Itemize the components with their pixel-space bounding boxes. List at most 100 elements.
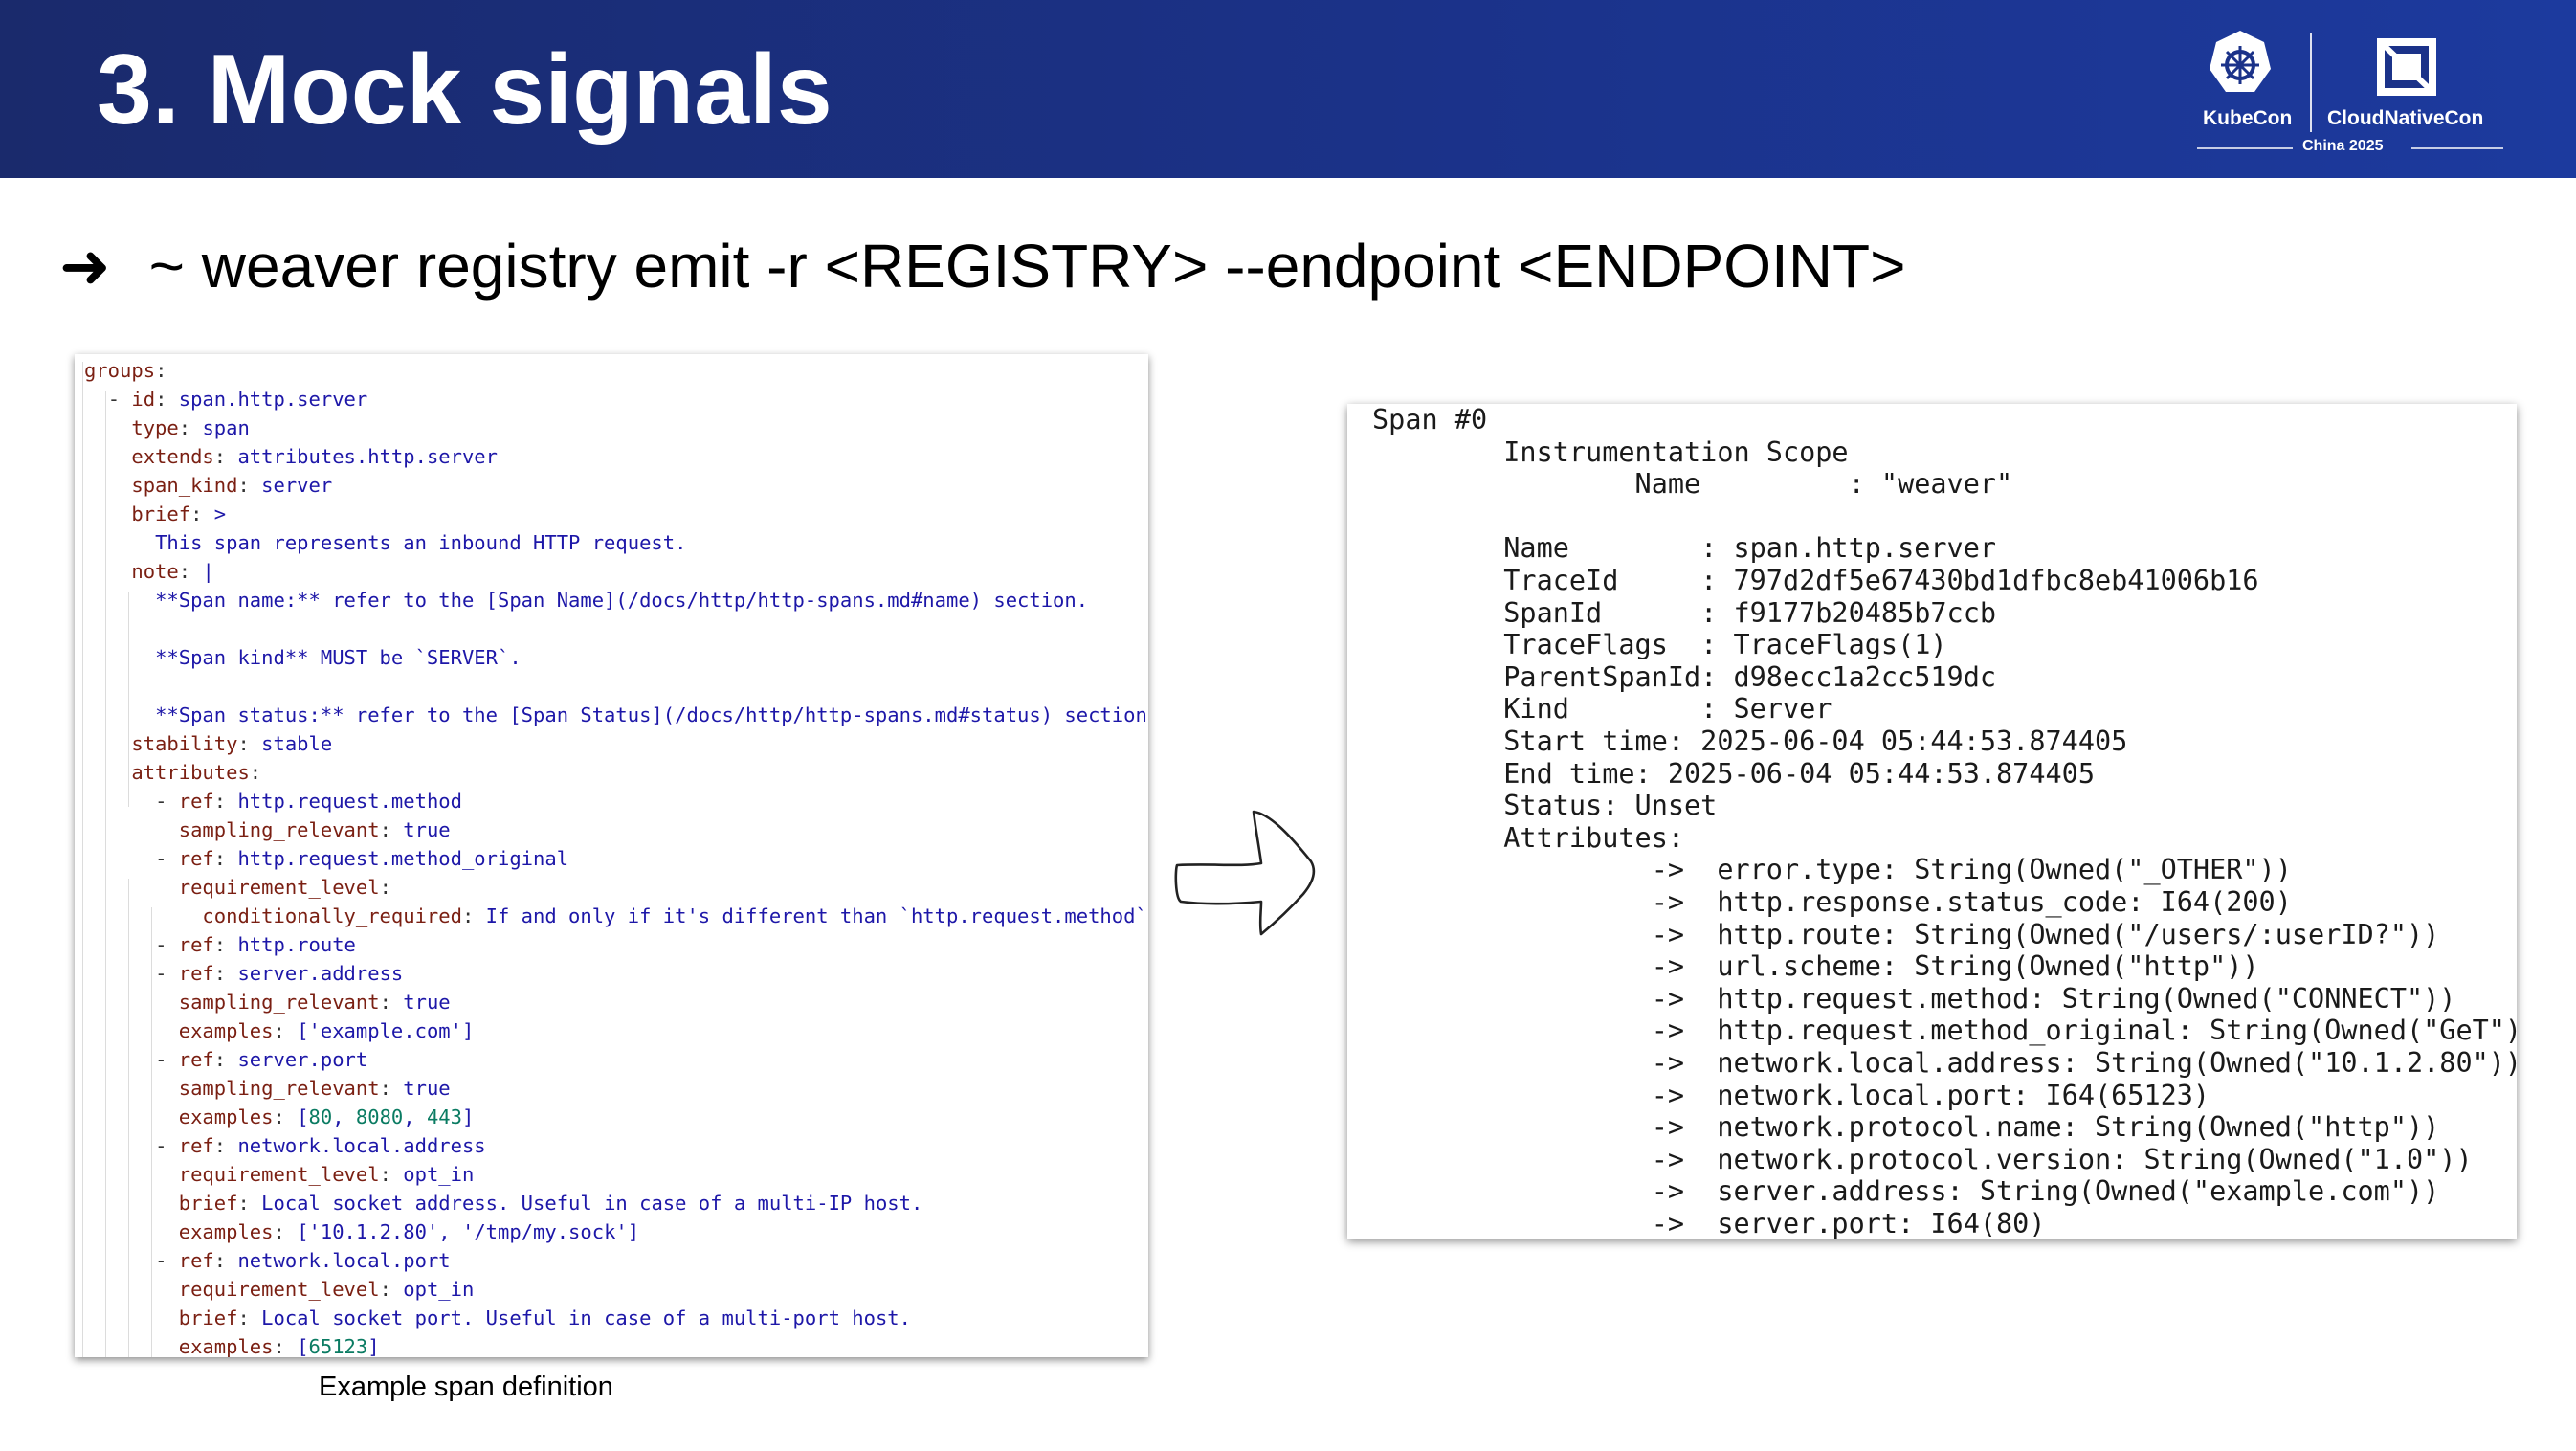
yaml-indent xyxy=(84,962,155,985)
terminal-line: -> http.response.status_code: I64(200) xyxy=(1372,886,2292,918)
yaml-key: note xyxy=(131,560,179,583)
kubernetes-helm-wheel-icon xyxy=(2210,31,2271,92)
yaml-key: span_kind xyxy=(131,474,238,497)
yaml-indent xyxy=(84,1220,179,1243)
yaml-value: server xyxy=(261,474,333,497)
yaml-key: stability xyxy=(131,732,238,755)
yaml-number: 80 xyxy=(308,1105,333,1128)
yaml-punct: : xyxy=(155,388,179,411)
terminal-line: Status: Unset xyxy=(1372,790,1718,822)
yaml-line: - ref: http.request.method xyxy=(84,787,462,815)
yaml-indent xyxy=(84,1249,155,1272)
yaml-punct: : xyxy=(237,1306,262,1329)
yaml-value: ['10.1.2.80', '/tmp/my.sock'] xyxy=(297,1220,640,1243)
command-text: ~ weaver registry emit -r <REGISTRY> --e… xyxy=(148,232,1906,301)
yaml-key: requirement_level xyxy=(178,876,380,899)
yaml-value: [ xyxy=(297,1105,309,1128)
indent-guide xyxy=(151,907,152,1357)
indent-guide xyxy=(82,362,83,1357)
yaml-punct: : xyxy=(273,1105,298,1128)
yaml-line: - id: span.http.server xyxy=(84,385,368,413)
yaml-line: **Span name:** refer to the [Span Name](… xyxy=(84,586,1088,614)
yaml-indent xyxy=(84,991,179,1014)
cncf-square-icon xyxy=(2377,38,2436,96)
yaml-line: examples: [65123] xyxy=(84,1332,380,1357)
yaml-key: sampling_relevant xyxy=(178,1077,380,1100)
terminal-line: -> network.local.address: String(Owned("… xyxy=(1372,1047,2517,1079)
yaml-key: ref xyxy=(178,933,214,956)
yaml-key: conditionally_required xyxy=(202,904,462,927)
yaml-punct: : xyxy=(273,1220,298,1243)
yaml-indent xyxy=(84,933,155,956)
yaml-key: requirement_level xyxy=(178,1278,380,1301)
terminal-line: -> network.local.port: I64(65123) xyxy=(1372,1079,2210,1111)
yaml-value: **Span name:** refer to the [Span Name](… xyxy=(155,589,1089,612)
yaml-line: - ref: network.local.port xyxy=(84,1246,451,1275)
yaml-key: examples xyxy=(178,1220,274,1243)
terminal-line: Kind : Server xyxy=(1372,693,1832,726)
logo-underline-right xyxy=(2411,147,2503,149)
yaml-key: brief xyxy=(131,502,191,525)
yaml-value: true xyxy=(403,818,451,841)
yaml-punct: : xyxy=(213,790,238,813)
yaml-number: 65123 xyxy=(308,1335,368,1357)
yaml-key: examples xyxy=(178,1019,274,1042)
kubecon-label: KubeCon xyxy=(2203,107,2293,129)
yaml-punct: : xyxy=(213,445,238,468)
yaml-punct: : xyxy=(213,847,238,870)
yaml-value: stable xyxy=(261,732,333,755)
yaml-line: - ref: http.request.method_original xyxy=(84,844,568,873)
yaml-line: sampling_relevant: true xyxy=(84,988,451,1016)
yaml-line: brief: Local socket port. Useful in case… xyxy=(84,1304,911,1332)
yaml-line: conditionally_required: If and only if i… xyxy=(84,902,1148,930)
yaml-indent xyxy=(84,531,155,554)
yaml-value: **Span status:** refer to the [Span Stat… xyxy=(155,703,1148,726)
yaml-indent xyxy=(84,1335,179,1357)
yaml-punct: : xyxy=(249,761,262,784)
yaml-indent xyxy=(84,1192,179,1215)
yaml-line: examples: [80, 8080, 443] xyxy=(84,1103,475,1131)
yaml-punct: - xyxy=(155,933,179,956)
yaml-indent xyxy=(84,1105,179,1128)
yaml-line: groups: xyxy=(84,356,167,385)
yaml-indent xyxy=(84,732,131,755)
china-2025-label: China 2025 xyxy=(2302,138,2384,154)
yaml-key: sampling_relevant xyxy=(178,991,380,1014)
yaml-value: ] xyxy=(367,1335,380,1357)
yaml-indent xyxy=(84,388,108,411)
yaml-indent xyxy=(84,589,155,612)
yaml-punct: : xyxy=(213,1048,238,1071)
yaml-punct: : xyxy=(178,560,203,583)
yaml-definition-panel: groups: - id: span.http.server type: spa… xyxy=(75,354,1148,1357)
yaml-key: ref xyxy=(178,1048,214,1071)
yaml-indent xyxy=(84,876,179,899)
yaml-punct: : xyxy=(237,474,262,497)
yaml-line: requirement_level: xyxy=(84,873,391,902)
terminal-line: Start time: 2025-06-04 05:44:53.874405 xyxy=(1372,726,2128,757)
yaml-indent xyxy=(84,646,155,669)
yaml-punct: - xyxy=(155,847,179,870)
yaml-key: examples xyxy=(178,1335,274,1357)
yaml-key: ref xyxy=(178,1249,214,1272)
yaml-punct: : xyxy=(237,732,262,755)
yaml-value: Local socket address. Useful in case of … xyxy=(261,1192,923,1215)
terminal-line: Attributes: xyxy=(1372,821,1685,854)
yaml-value: **Span kind** MUST be `SERVER`. xyxy=(155,646,522,669)
yaml-punct: : xyxy=(178,416,203,439)
yaml-key: brief xyxy=(178,1306,238,1329)
terminal-line: -> http.route: String(Owned("/users/:use… xyxy=(1372,918,2440,950)
yaml-line: span_kind: server xyxy=(84,471,332,500)
yaml-indent xyxy=(84,502,131,525)
terminal-line: ParentSpanId: d98ecc1a2cc519dc xyxy=(1372,660,1997,693)
yaml-value: , xyxy=(332,1105,356,1128)
yaml-value: | xyxy=(202,560,214,583)
yaml-line: This span represents an inbound HTTP req… xyxy=(84,528,686,557)
yaml-value: span.http.server xyxy=(178,388,368,411)
yaml-value: , xyxy=(403,1105,427,1128)
yaml-key: groups xyxy=(84,359,156,382)
yaml-value: server.port xyxy=(237,1048,368,1071)
yaml-indent xyxy=(84,904,202,927)
terminal-line: TraceId : 797d2df5e67430bd1dfbc8eb41006b… xyxy=(1372,565,2259,596)
yaml-punct: : xyxy=(379,1163,404,1186)
terminal-line: -> server.address: String(Owned("example… xyxy=(1372,1175,2440,1208)
